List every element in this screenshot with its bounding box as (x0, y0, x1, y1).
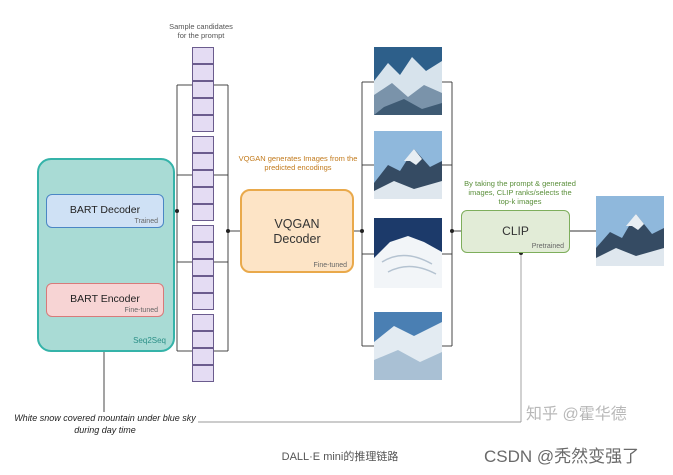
vqgan-decoder-box: VQGAN Decoder Fine-tuned (240, 189, 354, 273)
mountain-image-4 (374, 312, 442, 380)
clip-caption: By taking the prompt & generated images,… (464, 179, 576, 206)
mountain-image-1 (374, 47, 442, 115)
vqgan-caption: VQGAN generates Images from the predicte… (238, 154, 358, 172)
token-cell (192, 348, 214, 365)
vqgan-title-line1: VQGAN (274, 217, 320, 231)
token-cell (192, 225, 214, 242)
mountain-image-2 (374, 131, 442, 199)
vqgan-title-line2: Decoder (273, 232, 321, 246)
figure-caption: DALL·E mini的推理链路 (281, 451, 399, 463)
token-cell (192, 64, 214, 81)
token-cell (192, 170, 214, 187)
mountain-image-selected (596, 196, 664, 266)
token-cell (192, 81, 214, 98)
mountain-image-3 (374, 218, 442, 288)
prompt-text: White snow covered mountain under blue s… (14, 413, 196, 435)
seq2seq-label: Seq2Seq (133, 336, 166, 345)
token-cell (192, 331, 214, 348)
token-cell (192, 293, 214, 310)
token-cell (192, 365, 214, 382)
csdn-watermark: CSDN @秃然变强了 (484, 447, 640, 466)
bart-decoder-box: BART Decoder Trained (46, 194, 164, 228)
token-cell (192, 47, 214, 64)
token-cell (192, 276, 214, 293)
token-cell (192, 314, 214, 331)
bart-encoder-title: BART Encoder (70, 293, 140, 305)
token-cell (192, 98, 214, 115)
clip-title: CLIP (502, 224, 529, 238)
zhihu-watermark: 知乎 @霍华德 (526, 406, 627, 423)
token-cell (192, 136, 214, 153)
seq2seq-container: Seq2Seq (37, 158, 175, 352)
bart-encoder-box: BART Encoder Fine-tuned (46, 283, 164, 317)
token-cell (192, 242, 214, 259)
clip-box: CLIP Pretrained (461, 210, 570, 253)
sample-candidates-caption: Sample candidates for the prompt (169, 22, 233, 40)
token-cell (192, 187, 214, 204)
clip-status: Pretrained (531, 243, 564, 250)
vqgan-status: Fine-tuned (313, 262, 347, 269)
token-cell (192, 115, 214, 132)
token-cell (192, 204, 214, 221)
bart-decoder-status: Trained (134, 218, 158, 225)
token-cell (192, 153, 214, 170)
token-cell (192, 259, 214, 276)
bart-encoder-status: Fine-tuned (124, 307, 158, 314)
bart-decoder-title: BART Decoder (69, 204, 141, 216)
